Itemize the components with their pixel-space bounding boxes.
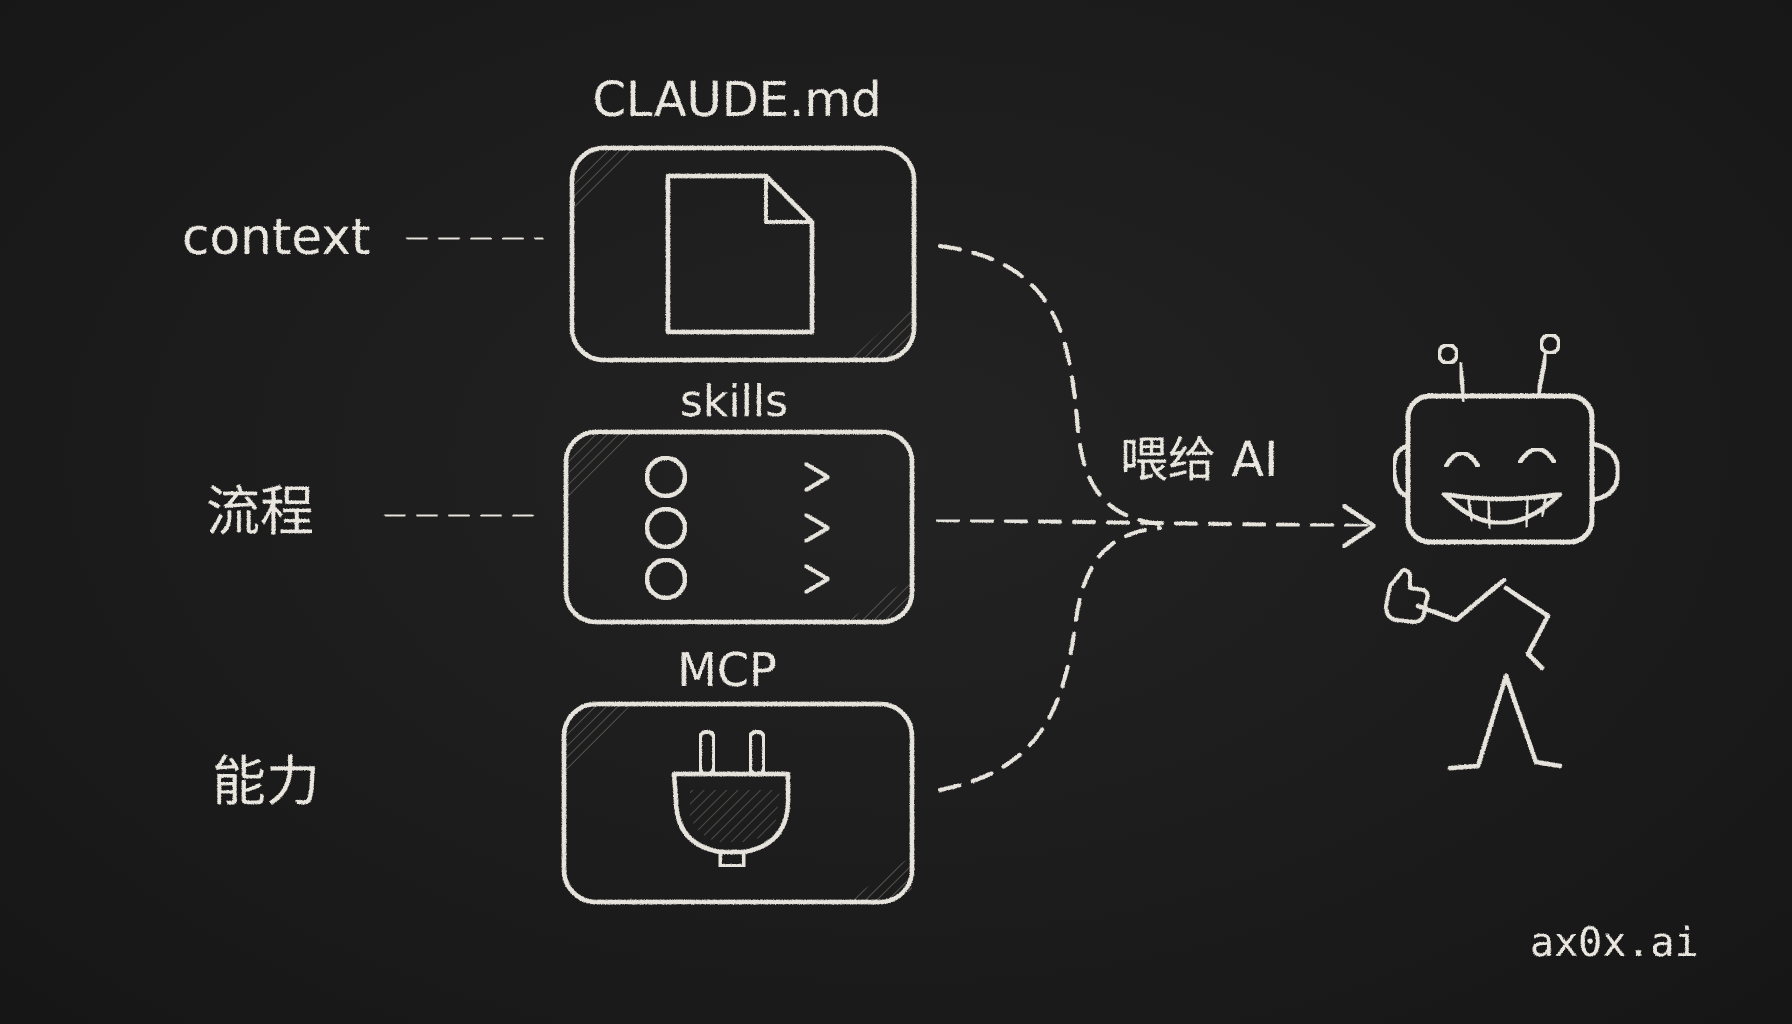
- flow-arrowhead: [1341, 503, 1377, 549]
- capability-flow-line: [938, 526, 1162, 792]
- feed-ai-label: 喂给 AI: [1120, 432, 1278, 488]
- checklist-arrows-icon: [644, 455, 830, 601]
- skills-box: [563, 429, 915, 625]
- skills-title: skills: [680, 376, 788, 427]
- mcp-box: [561, 701, 915, 905]
- process-flow-line: [936, 518, 1370, 528]
- process-connector: [384, 513, 538, 518]
- mcp-title: MCP: [677, 643, 777, 697]
- capability-label: 能力: [212, 750, 320, 813]
- context-label: context: [182, 208, 370, 266]
- process-label: 流程: [206, 480, 314, 543]
- document-icon: [665, 173, 815, 335]
- watermark: ax0x.ai: [1530, 920, 1699, 966]
- context-connector: [406, 236, 544, 241]
- claude-md-box: [569, 145, 917, 363]
- robot-icon: [1384, 333, 1621, 771]
- context-flow-line: [938, 244, 1162, 526]
- plug-icon: [671, 730, 791, 904]
- claude-md-title: CLAUDE.md: [592, 72, 881, 128]
